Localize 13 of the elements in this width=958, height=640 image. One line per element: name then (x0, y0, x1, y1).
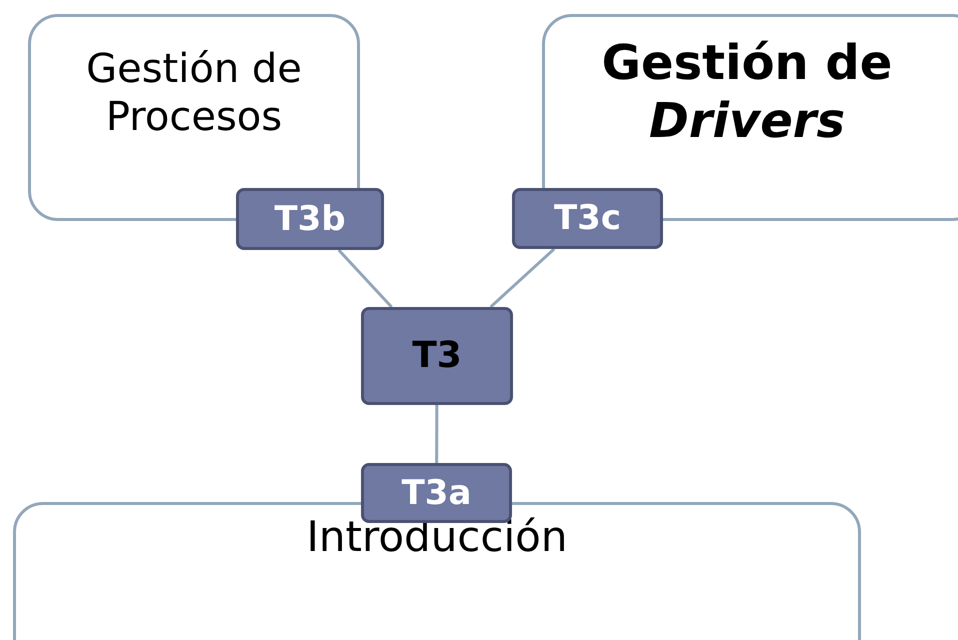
box-label: T3c (554, 198, 621, 239)
connector-line (435, 405, 438, 463)
box-label: T3b (274, 198, 346, 240)
box-label: Gestión de Procesos (85, 44, 303, 142)
tag-box (236, 188, 384, 250)
connector-line (338, 248, 393, 308)
tag-box (512, 188, 663, 249)
connector-line (490, 248, 556, 308)
box-label: T3 (412, 334, 462, 378)
box-label: T3a (402, 472, 472, 514)
tag-box (361, 307, 513, 405)
box-label: Introducción (306, 512, 568, 563)
box-label: Gestión de Drivers (600, 34, 894, 150)
